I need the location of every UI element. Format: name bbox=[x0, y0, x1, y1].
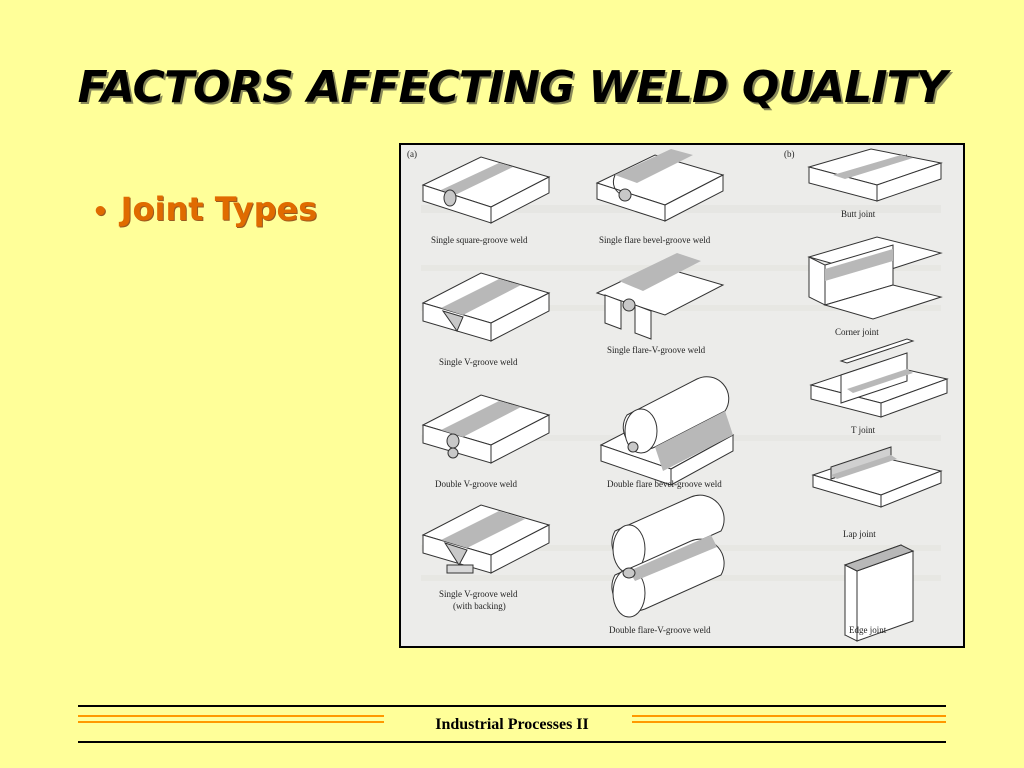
weld-illustrations: (a) (b) Single square-groove weld Single… bbox=[407, 148, 949, 642]
bullet-list: • Joint Types bbox=[92, 190, 317, 228]
panel-b-label: (b) bbox=[784, 149, 795, 159]
caption-double-flare-bevel: Double flare bevel-groove weld bbox=[607, 479, 722, 489]
footer: Industrial Processes II bbox=[0, 700, 1024, 750]
bullet-item: • Joint Types bbox=[92, 190, 317, 228]
footer-rules bbox=[78, 705, 946, 743]
butt-joint-drawing bbox=[807, 148, 943, 202]
caption-single-v-groove-backing: Single V-groove weld bbox=[439, 589, 518, 599]
caption-single-flare-bevel: Single flare bevel-groove weld bbox=[599, 235, 711, 245]
single-flare-bevel-groove-drawing bbox=[595, 149, 725, 222]
t-joint-drawing bbox=[809, 338, 949, 418]
caption-single-v-groove: Single V-groove weld bbox=[439, 357, 518, 367]
caption-corner-joint: Corner joint bbox=[835, 327, 879, 337]
double-flare-v-groove-drawing bbox=[611, 494, 725, 618]
caption-lap-joint: Lap joint bbox=[843, 529, 876, 539]
lap-joint-drawing bbox=[811, 446, 943, 508]
caption-edge-joint: Edge joint bbox=[849, 625, 887, 635]
footer-label: Industrial Processes II bbox=[435, 716, 589, 733]
bullet-dot-icon: • bbox=[92, 197, 109, 227]
weld-joint-figure: (a) (b) Single square-groove weld Single… bbox=[399, 143, 965, 648]
double-v-groove-weld-drawing bbox=[421, 394, 551, 464]
caption-single-square-groove: Single square-groove weld bbox=[431, 235, 528, 245]
caption-t-joint: T joint bbox=[851, 425, 876, 435]
edge-joint-drawing bbox=[843, 544, 915, 642]
double-flare-bevel-groove-drawing bbox=[599, 376, 735, 486]
caption-double-v-groove: Double V-groove weld bbox=[435, 479, 517, 489]
caption-with-backing: (with backing) bbox=[453, 601, 506, 611]
caption-single-flare-v: Single flare-V-groove weld bbox=[607, 345, 706, 355]
corner-joint-drawing bbox=[807, 236, 943, 320]
single-v-groove-with-backing-drawing bbox=[421, 504, 551, 574]
caption-butt-joint: Butt joint bbox=[841, 209, 876, 219]
caption-double-flare-v: Double flare-V-groove weld bbox=[609, 625, 711, 635]
single-flare-v-groove-drawing bbox=[595, 253, 725, 340]
panel-a-label: (a) bbox=[407, 149, 417, 159]
slide-title: FACTORS AFFECTING WELD QUALITY bbox=[77, 62, 948, 113]
single-v-groove-weld-drawing bbox=[421, 272, 551, 342]
bullet-text: Joint Types bbox=[120, 190, 318, 228]
single-square-groove-weld-drawing bbox=[421, 156, 551, 224]
